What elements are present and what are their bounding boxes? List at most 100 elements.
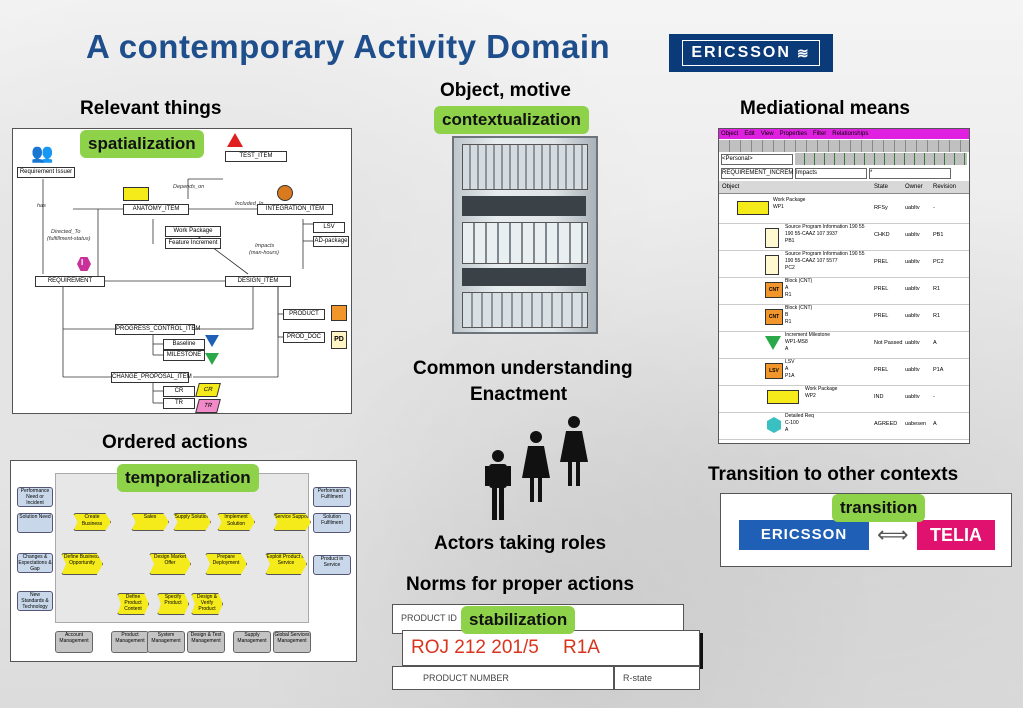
node-prod-doc: PROD_DOC xyxy=(283,332,325,343)
requirement-select[interactable]: REQUIREMENT_INCREM xyxy=(721,168,793,179)
ordered-mid-process: Prepare Deployment xyxy=(205,553,247,575)
tool-row-state: RFSy xyxy=(874,205,888,211)
tool-column-headers: Object State Owner Revision xyxy=(719,181,969,194)
tool-row-revision: PB1 xyxy=(933,232,944,238)
col-revision[interactable]: Revision xyxy=(933,184,957,190)
object-motive-heading: Object, motive xyxy=(440,80,571,101)
common-understanding-heading: Common understanding xyxy=(413,358,633,379)
personal-select[interactable]: <Personal> xyxy=(721,154,793,165)
ordered-top-process: Supply Solution xyxy=(173,513,211,531)
work-package-icon xyxy=(737,201,769,215)
menu-object[interactable]: Object xyxy=(721,131,739,137)
node-ad-package: AD-package xyxy=(313,236,349,247)
telia-logo: TELIA xyxy=(917,520,995,550)
label-depends-on: Depends_on xyxy=(173,184,205,190)
tool-row-owner: uabltv xyxy=(905,205,920,211)
ordered-bottom-node: Account Management xyxy=(55,631,93,653)
ericsson-stripes-icon: ≋ xyxy=(796,44,811,61)
filter-input[interactable]: * xyxy=(869,168,951,179)
menu-filter[interactable]: Filter xyxy=(812,131,827,137)
ordered-left-node: Solution Need xyxy=(17,513,53,533)
logo-text: ERICSSON xyxy=(691,44,791,61)
menu-properties[interactable]: Properties xyxy=(779,131,807,137)
cnt-block-icon: CNT xyxy=(765,282,783,298)
col-state[interactable]: State xyxy=(874,184,889,190)
hexagon-badge-label: I xyxy=(81,258,84,267)
col-owner[interactable]: Owner xyxy=(905,184,923,190)
tool-menubar: Object Edit View Properties Filter Relat… xyxy=(719,129,969,139)
tool-row-label: Detailed Req C-100 A xyxy=(785,413,814,433)
node-product: PRODUCT xyxy=(283,309,325,320)
tool-toolbar[interactable] xyxy=(719,140,969,152)
tool-row-state: PREL xyxy=(874,367,889,373)
node-integration-item: INTEGRATION_ITEM xyxy=(257,204,333,215)
node-requirement: REQUIREMENT xyxy=(35,276,105,287)
tool-toolbar-2[interactable] xyxy=(795,153,967,165)
ordered-right-node: Product in Service xyxy=(313,555,351,575)
ordered-left-node: Changes & Expectations & Gap xyxy=(17,553,53,573)
tool-row-state: PREL xyxy=(874,313,889,319)
ordered-bottom-node: Product Management xyxy=(111,631,149,653)
node-test-item: TEST_ITEM xyxy=(225,151,287,162)
product-number-value: ROJ 212 201/5 xyxy=(411,637,539,658)
menu-relationships[interactable]: Relationships xyxy=(832,131,869,137)
document-icon xyxy=(765,228,779,248)
ordered-right-node: Performance Fulfilment xyxy=(313,487,351,507)
node-progress-control-item: PROGRESS_CONTROL_ITEM xyxy=(115,324,200,335)
ordered-low-process: Define Product Content xyxy=(117,593,149,615)
node-lsv: LSV xyxy=(313,222,345,233)
temporalization-tag: temporalization xyxy=(117,464,259,492)
tool-object-row[interactable]: Source Program Information 190 55 190 55… xyxy=(719,222,969,251)
tool-row-owner: uabesen xyxy=(905,421,927,427)
orange-circle-icon xyxy=(277,185,293,201)
col-object[interactable]: Object xyxy=(722,184,740,190)
label-fulfillment-status: (fulfillment-status) xyxy=(47,236,91,242)
blue-triangle-icon xyxy=(205,335,219,347)
yellow-box-icon xyxy=(123,187,149,201)
ericsson-transition-logo: ERICSSON xyxy=(739,520,869,550)
milestone-triangle-icon xyxy=(765,336,781,350)
node-change-proposal-item: CHANGE_PROPOSAL_ITEM xyxy=(111,372,192,383)
tool-row-label: Work Package WP1 xyxy=(773,197,806,210)
tool-row-state: PREL xyxy=(874,259,889,265)
pink-hexagon-icon xyxy=(77,257,91,271)
product-number-label: PRODUCT NUMBER xyxy=(423,673,509,683)
node-cr: CR xyxy=(163,386,195,397)
tool-row-owner: uabltv xyxy=(905,340,920,346)
ordered-top-process: Service Support xyxy=(273,513,311,531)
tool-row-revision: R1 xyxy=(933,313,941,319)
relevant-things-diagram: 👥 Requirement Issuer TEST_ITEM Depends_o… xyxy=(12,128,352,414)
label-has: has xyxy=(37,203,46,209)
red-triangle-icon xyxy=(227,133,243,147)
norms-heading: Norms for proper actions xyxy=(406,574,635,595)
people-icon: 👥 xyxy=(31,143,54,163)
enactment-heading: Enactment xyxy=(470,384,568,405)
menu-edit[interactable]: Edit xyxy=(744,131,755,137)
label-man-hours: (man-hours) xyxy=(249,250,279,256)
ordered-bottom-node: Supply Management xyxy=(233,631,271,653)
product-number-box: ROJ 212 201/5 R1A xyxy=(402,630,700,666)
contextualization-tag: contextualization xyxy=(434,106,589,134)
actors-heading: Actors taking roles xyxy=(434,533,607,554)
ordered-top-process: Create Business xyxy=(73,513,111,531)
menu-view[interactable]: View xyxy=(760,131,774,137)
impacts-select[interactable]: Impacts xyxy=(795,168,867,179)
tool-row-label: Source Program Information 190 55 190 55… xyxy=(785,224,865,244)
tool-object-row[interactable]: Source Program Information 190 55 190 55… xyxy=(719,249,969,278)
ordered-bottom-node: Global Services Management xyxy=(273,631,311,653)
tool-row-owner: uabltv xyxy=(905,232,920,238)
tool-row-owner: uabltv xyxy=(905,313,920,319)
tool-row-label: Block (CNT) A R1 xyxy=(785,278,813,298)
ordered-top-process: Implement Solution xyxy=(217,513,255,531)
transition-tag: transition xyxy=(832,494,926,522)
node-anatomy-item: ANATOMY_ITEM xyxy=(123,204,189,215)
